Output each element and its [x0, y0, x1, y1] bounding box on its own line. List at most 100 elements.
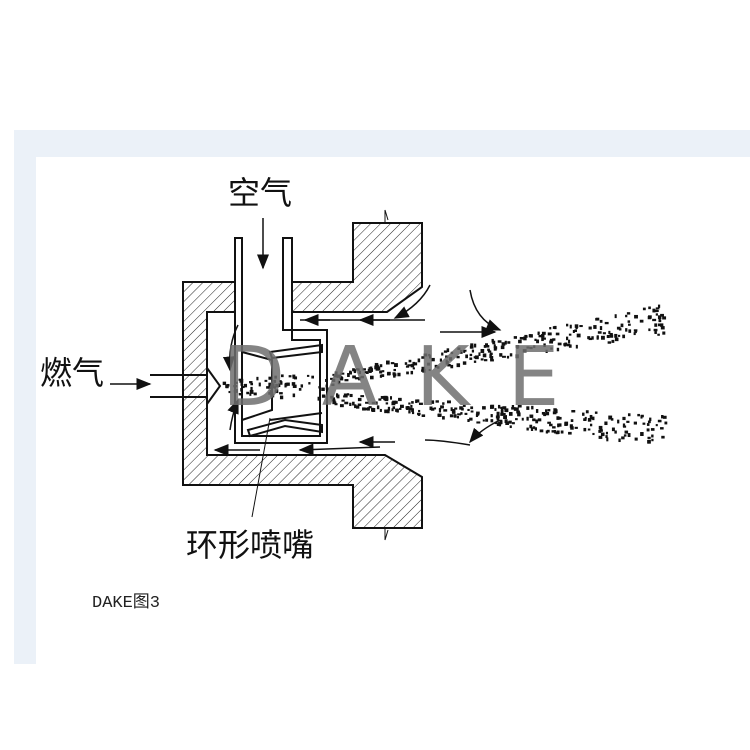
spray-dot — [415, 399, 418, 404]
spray-dot — [552, 426, 556, 429]
spray-dot — [541, 411, 546, 415]
air-tube — [234, 237, 328, 444]
spray-dot — [633, 332, 636, 336]
spray-dot — [392, 373, 397, 377]
spray-dot — [498, 421, 502, 425]
spray-dot — [639, 319, 644, 323]
spray-dot — [497, 416, 500, 419]
spray-dot — [450, 364, 454, 369]
spray-dot — [274, 389, 279, 394]
spray-particles — [222, 304, 668, 444]
spray-dot — [228, 390, 231, 394]
watermark: DAKE — [222, 330, 598, 425]
spray-dot — [657, 315, 662, 320]
spray-dot — [308, 382, 311, 385]
spray-dot — [610, 418, 614, 421]
spray-dot — [384, 395, 388, 400]
spray-dot — [660, 427, 664, 430]
spray-dot — [240, 382, 243, 386]
spray-dot — [243, 383, 248, 388]
spray-dot — [392, 400, 396, 404]
spray-dot — [233, 384, 238, 388]
spray-dot — [568, 344, 572, 348]
spray-dot — [657, 304, 661, 308]
spray-dot — [655, 313, 658, 316]
spray-dot — [325, 387, 329, 390]
spray-dot — [529, 424, 533, 429]
spray-dot — [513, 336, 518, 339]
spray-dot — [627, 413, 631, 417]
spray-dot — [270, 394, 275, 398]
spray-dot — [657, 323, 661, 327]
spray-dot — [443, 409, 448, 412]
spray-dot — [509, 353, 513, 357]
spray-dot — [648, 306, 651, 310]
spray-dot — [352, 401, 355, 406]
spray-dot — [530, 427, 534, 431]
spray-dot — [318, 386, 321, 389]
spray-dot — [462, 404, 466, 407]
spray-dot — [334, 403, 338, 406]
spray-dot — [502, 406, 507, 410]
spray-dot — [604, 321, 609, 325]
spray-dot — [661, 414, 664, 419]
spray-dot — [579, 325, 583, 328]
spray-dot — [622, 334, 626, 339]
spray-dot — [407, 364, 412, 367]
spray-dot — [543, 343, 546, 347]
spray-dot — [626, 312, 631, 315]
spray-dot — [633, 329, 638, 332]
spray-dot — [598, 429, 602, 433]
spray-dot — [418, 402, 423, 405]
spray-dot — [504, 419, 508, 424]
spray-dot — [411, 411, 415, 415]
spray-dot — [511, 405, 515, 409]
spray-dot — [280, 381, 283, 385]
spray-dot — [541, 331, 546, 335]
spray-dot — [528, 334, 532, 338]
spray-dot — [534, 427, 537, 431]
spray-dot — [416, 399, 420, 403]
spray-dot — [487, 348, 490, 351]
spray-dot — [317, 396, 321, 401]
fuel-gas-label: 燃气 — [40, 354, 105, 392]
spray-dot — [371, 401, 375, 405]
spray-dot — [663, 415, 667, 419]
spray-dot — [547, 332, 552, 336]
spray-dot — [591, 336, 594, 340]
spray-dot — [410, 404, 413, 408]
spray-dot — [521, 417, 524, 421]
spray-dot — [499, 353, 503, 357]
spray-dot — [545, 409, 548, 413]
flow-arrows — [110, 218, 502, 456]
spray-dot — [368, 406, 372, 409]
spray-dot — [311, 375, 315, 379]
spray-dot — [331, 397, 336, 401]
spray-dot — [340, 372, 345, 375]
spray-dot — [258, 382, 261, 387]
spray-dot — [325, 384, 328, 388]
spray-dot — [234, 381, 238, 384]
spray-dot — [647, 436, 651, 439]
spray-dot — [240, 388, 243, 392]
spray-dot — [379, 364, 383, 368]
spray-dot — [503, 415, 508, 420]
spray-dot — [608, 330, 611, 335]
spray-dot — [494, 421, 498, 425]
spray-dot — [552, 326, 556, 329]
spray-dot — [470, 343, 474, 347]
spray-dot — [325, 378, 328, 382]
spray-dot — [496, 411, 500, 416]
spray-dot — [408, 359, 412, 363]
spray-dot — [279, 392, 283, 395]
spray-dot — [321, 394, 326, 398]
spray-dot — [376, 364, 379, 368]
spray-dot — [658, 319, 662, 323]
spray-dot — [355, 405, 360, 409]
spray-dot — [412, 361, 416, 366]
spray-dot — [500, 410, 504, 413]
spray-dot — [490, 355, 494, 360]
spray-dot — [611, 339, 615, 343]
spray-dot — [620, 323, 624, 328]
